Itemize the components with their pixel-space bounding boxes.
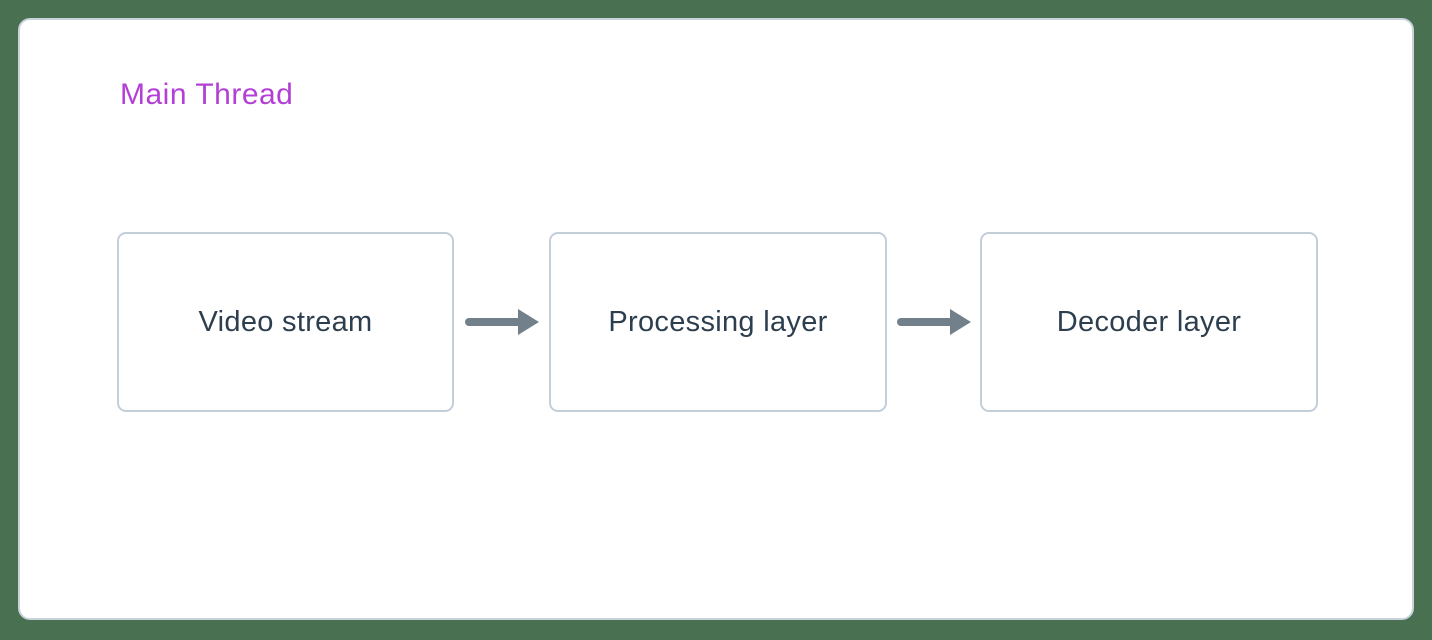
node-video-stream: Video stream (117, 232, 454, 412)
main-thread-panel: Main Thread Video stream Processing laye… (18, 18, 1414, 620)
right-arrow-icon (897, 308, 971, 336)
node-decoder-layer: Decoder layer (980, 232, 1318, 412)
right-arrow-icon (465, 308, 539, 336)
thread-title: Main Thread (120, 78, 294, 111)
node-processing-layer: Processing layer (549, 232, 887, 412)
node-video-stream-label: Video stream (198, 305, 373, 338)
node-processing-layer-label: Processing layer (608, 305, 828, 338)
node-decoder-layer-label: Decoder layer (1056, 305, 1242, 338)
